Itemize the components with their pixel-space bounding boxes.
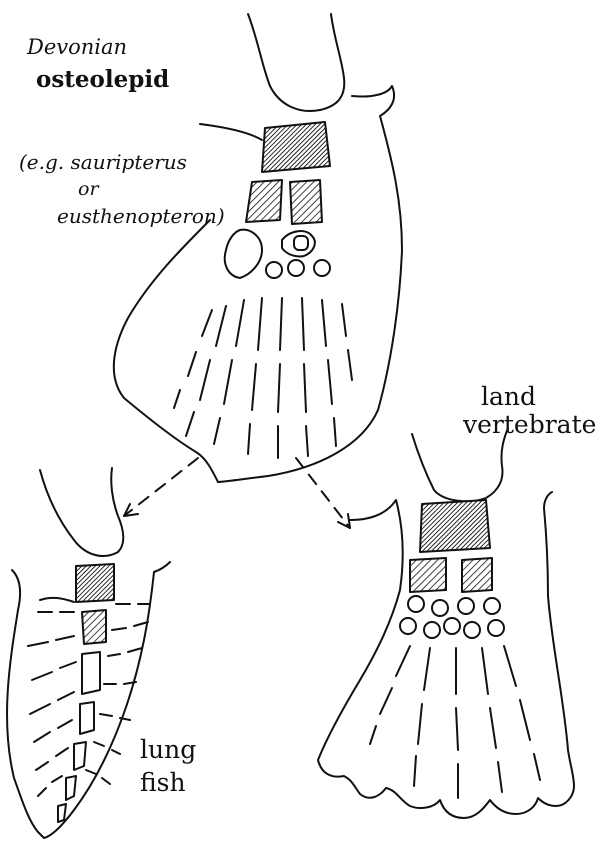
lungfish-humerus xyxy=(40,468,123,556)
osteolepid-carpal-2 xyxy=(282,231,315,256)
era-label: Devonian xyxy=(27,36,127,58)
lungfish-axial-1 xyxy=(76,564,114,602)
osteolepid-ulnare xyxy=(262,122,330,172)
lungfish-axial-4 xyxy=(80,702,94,734)
osteolepid-carpal-6 xyxy=(314,260,330,276)
example-line-3: eusthenopteron) xyxy=(57,206,225,227)
lungfish-radials-left xyxy=(28,612,76,796)
land-intermedium xyxy=(462,558,492,592)
osteolepid-fin-outline xyxy=(114,86,402,482)
osteolepid-carpal-1 xyxy=(225,230,262,278)
land-ulnare xyxy=(420,500,490,552)
land-vertebrate-label-line-2: vertebrate xyxy=(463,412,596,438)
land-radiale xyxy=(410,558,446,592)
lungfish-axial-2 xyxy=(82,610,106,644)
osteolepid-carpal-3 xyxy=(294,236,308,250)
arrow-to-lungfish xyxy=(124,458,198,516)
osteolepid-carpal-4 xyxy=(266,262,282,278)
osteolepid-radial-rays xyxy=(174,298,352,458)
osteolepid-humerus xyxy=(248,14,344,111)
lungfish-axial-3 xyxy=(82,652,100,694)
osteolepid-radiale xyxy=(246,180,282,222)
land-carpal-bones xyxy=(400,596,504,638)
example-line-2: or xyxy=(78,180,99,200)
land-vertebrate-label-line-1: land xyxy=(481,384,536,410)
lungfish-label-line-2: fish xyxy=(140,770,186,796)
lungfish-body-line xyxy=(40,598,74,602)
lungfish-axial-5 xyxy=(74,742,86,770)
land-vertebrate-limb xyxy=(318,428,574,818)
land-digits xyxy=(370,646,540,798)
group-label: osteolepid xyxy=(36,68,169,92)
arrow-to-land-vertebrate xyxy=(296,458,350,528)
example-line-1: (e.g. sauripterus xyxy=(19,152,187,173)
lungfish-axial-6 xyxy=(66,776,76,800)
osteolepid-carpal-5 xyxy=(288,260,304,276)
osteolepid-intermedium xyxy=(290,180,322,224)
lungfish-axial-7 xyxy=(58,804,66,822)
lungfish-label-line-1: lung xyxy=(140,737,196,763)
osteolepid-body-line xyxy=(200,124,262,140)
